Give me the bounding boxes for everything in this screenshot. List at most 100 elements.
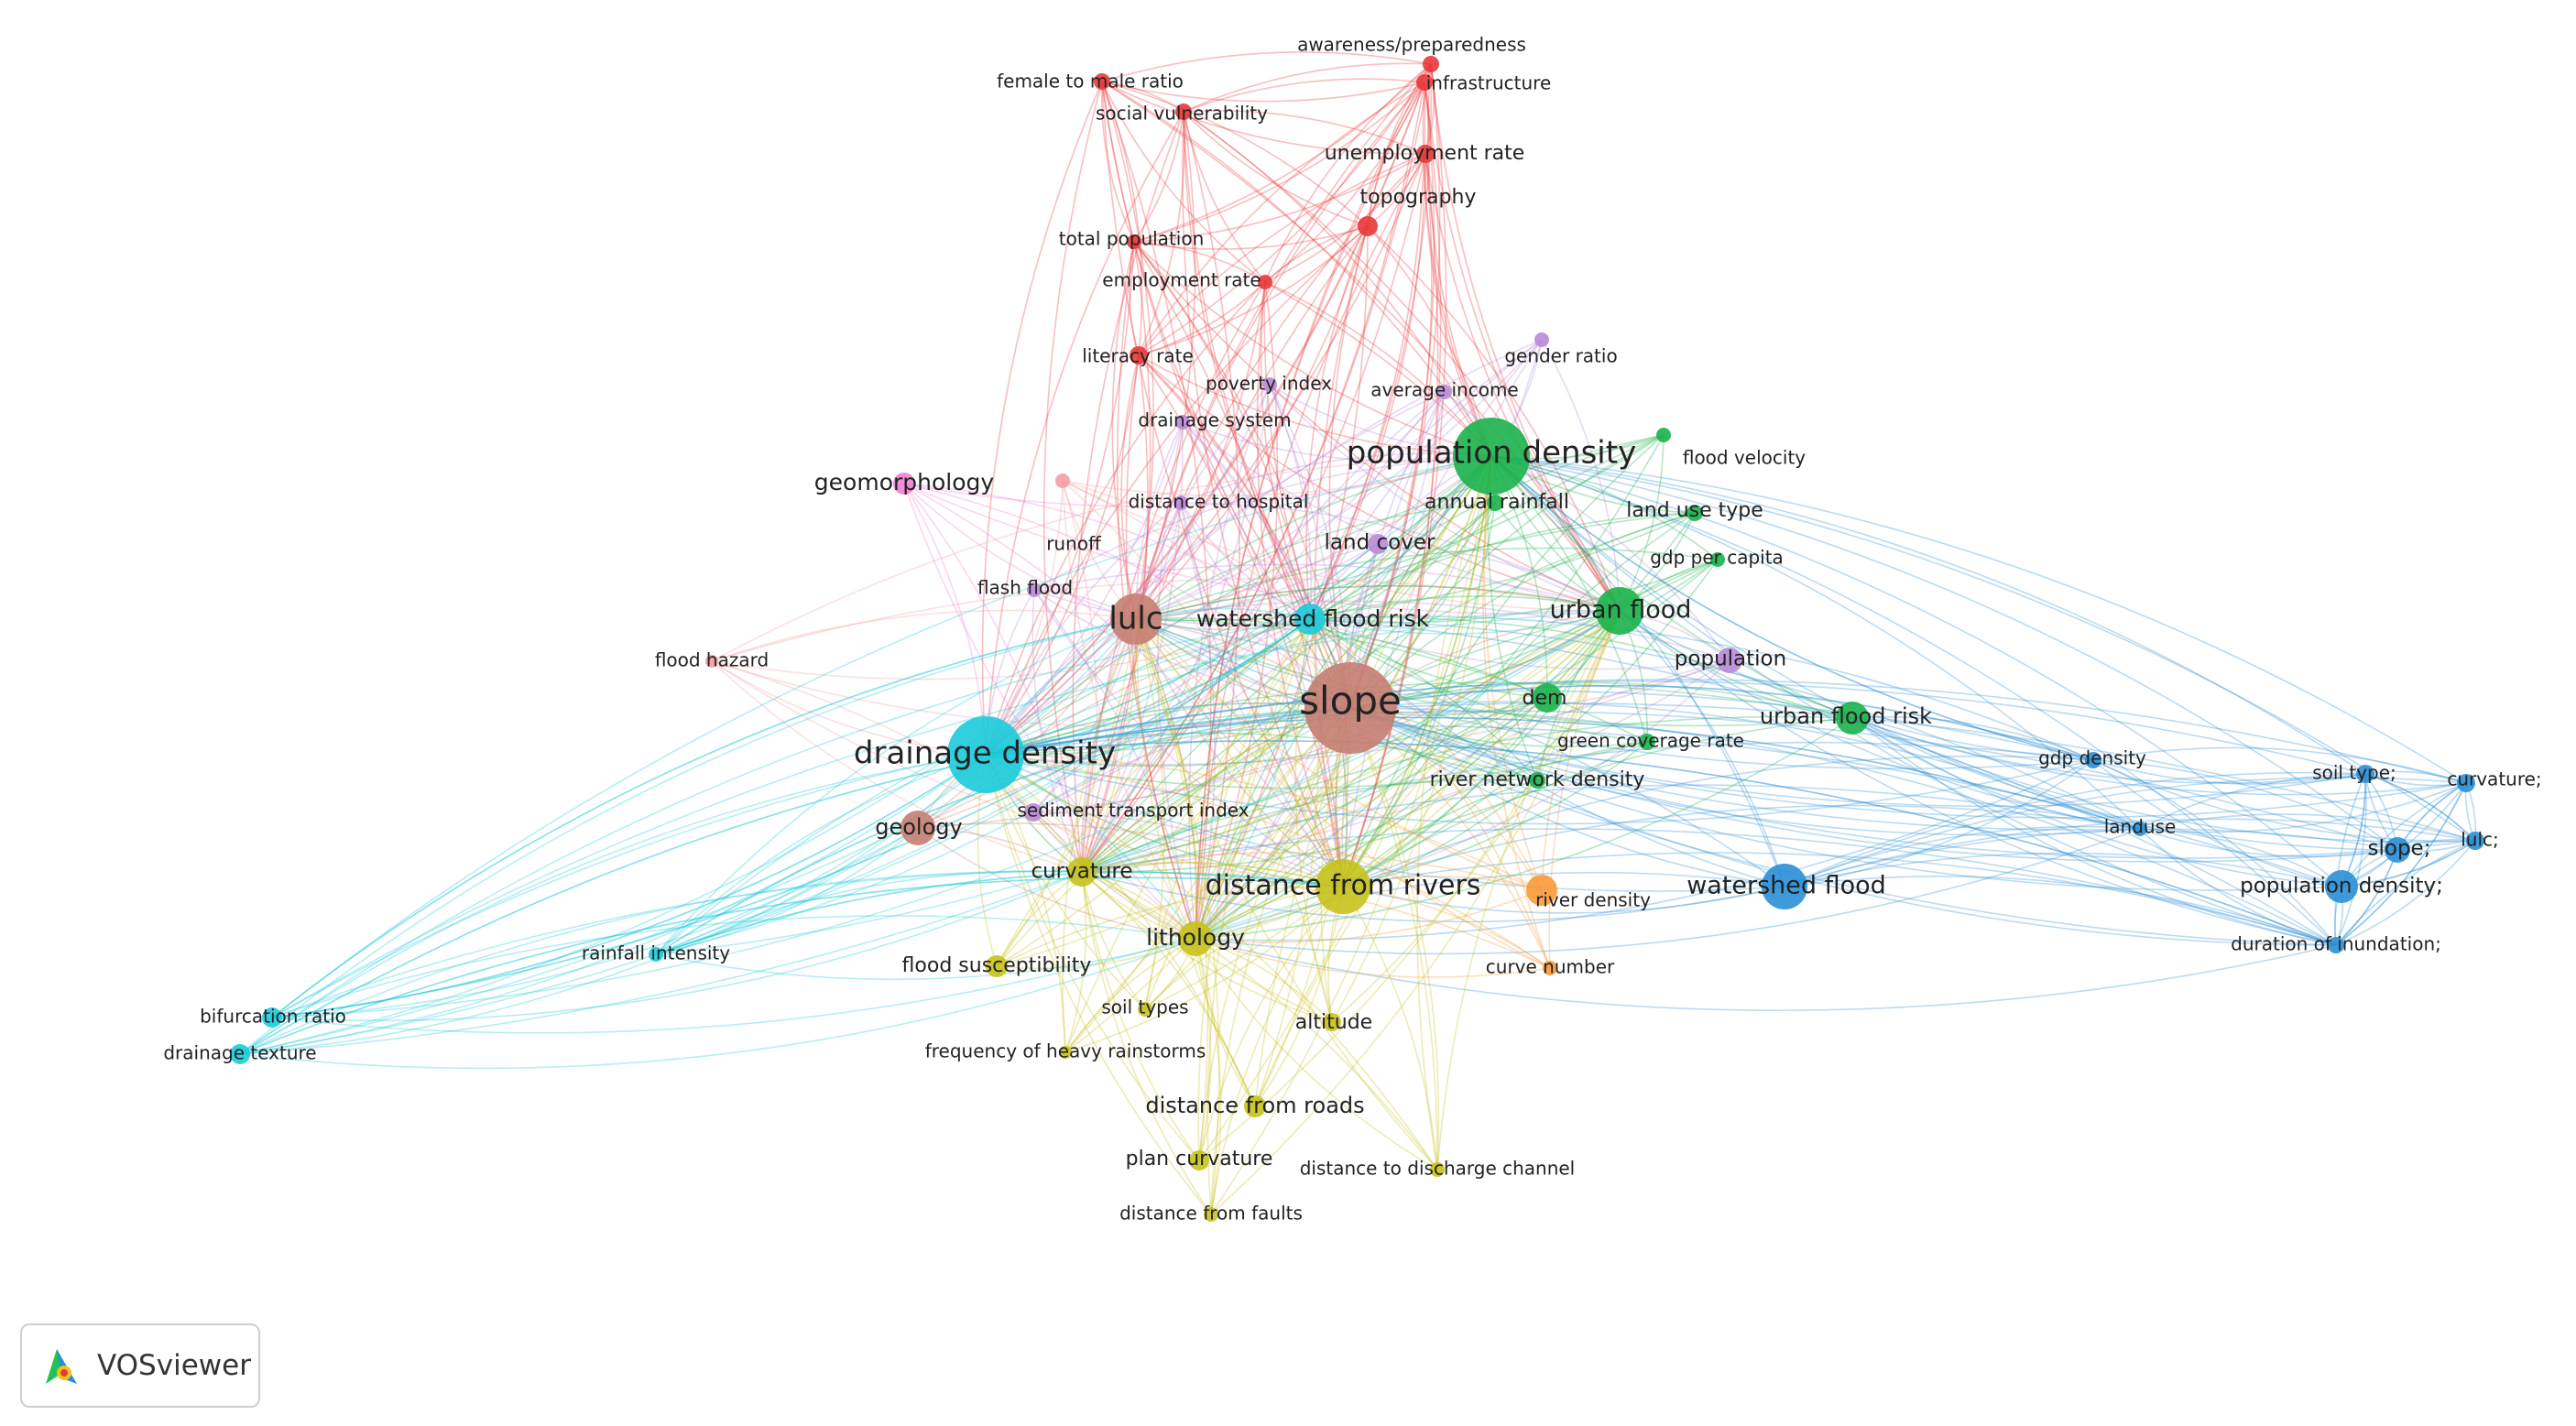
node-label[interactable]: dem bbox=[1523, 687, 1567, 710]
node-label[interactable]: duration of inundation; bbox=[2231, 933, 2441, 955]
node-population[interactable] bbox=[1717, 648, 1742, 673]
node-green-coverage[interactable] bbox=[1639, 734, 1655, 750]
node-dem[interactable] bbox=[1533, 683, 1562, 713]
node-label[interactable]: watershed flood risk bbox=[1196, 605, 1430, 632]
node-label[interactable]: unemployment rate bbox=[1325, 142, 1525, 165]
node-bifurcation[interactable] bbox=[262, 1007, 282, 1028]
node-label[interactable]: rainfall intensity bbox=[582, 942, 730, 964]
node-label[interactable]: employment rate bbox=[1102, 269, 1261, 291]
node-pop-density[interactable] bbox=[1453, 418, 1530, 495]
node-female-male[interactable] bbox=[1094, 73, 1110, 90]
node-label[interactable]: population density bbox=[1347, 435, 1636, 472]
node-river-network[interactable] bbox=[1529, 772, 1545, 789]
node-land-use-type[interactable] bbox=[1686, 505, 1703, 521]
node-slope-b[interactable] bbox=[2385, 837, 2410, 863]
node-label[interactable]: awareness/preparedness bbox=[1297, 34, 1526, 56]
node-label[interactable]: distance to discharge channel bbox=[1300, 1158, 1576, 1180]
node-urban-flood-risk[interactable] bbox=[1836, 702, 1869, 735]
node-label[interactable]: flood susceptibility bbox=[902, 954, 1092, 977]
node-watershed-flood-risk[interactable] bbox=[1294, 604, 1326, 635]
node-slope[interactable] bbox=[1304, 662, 1396, 754]
node-label[interactable]: total population bbox=[1059, 228, 1205, 250]
node-label[interactable]: population bbox=[1675, 648, 1786, 671]
node-label[interactable]: gdp density bbox=[2038, 747, 2146, 769]
node-runoff[interactable] bbox=[1055, 474, 1070, 488]
node-soil-types[interactable] bbox=[1138, 1002, 1152, 1017]
node-label[interactable]: infrastructure bbox=[1426, 72, 1552, 94]
node-label[interactable]: lulc; bbox=[2461, 829, 2499, 851]
node-label[interactable]: urban flood risk bbox=[1760, 703, 1932, 729]
node-label[interactable]: sediment transport index bbox=[1017, 800, 1249, 822]
node-label[interactable]: drainage system bbox=[1138, 409, 1291, 431]
node-awareness[interactable] bbox=[1423, 56, 1439, 72]
node-flood-hazard[interactable] bbox=[705, 655, 718, 668]
node-label[interactable]: land cover bbox=[1325, 531, 1435, 555]
node-label[interactable]: distance from roads bbox=[1145, 1093, 1364, 1118]
node-label[interactable]: literacy rate bbox=[1082, 345, 1194, 367]
node-drainage-texture[interactable] bbox=[230, 1044, 250, 1064]
node-social-vuln[interactable] bbox=[1175, 103, 1192, 120]
node-infrastructure[interactable] bbox=[1416, 74, 1433, 91]
node-label[interactable]: distance from faults bbox=[1119, 1203, 1303, 1225]
node-dist-roads[interactable] bbox=[1244, 1095, 1266, 1117]
node-label[interactable]: topography bbox=[1360, 186, 1477, 209]
node-employment[interactable] bbox=[1258, 275, 1272, 289]
node-label[interactable]: curvature bbox=[1031, 860, 1132, 884]
node-watershed-flood[interactable] bbox=[1762, 864, 1807, 909]
node-pop-density-b[interactable] bbox=[2325, 870, 2358, 903]
node-average-income[interactable] bbox=[1437, 385, 1452, 399]
node-label[interactable]: distance from rivers bbox=[1206, 870, 1481, 902]
node-annual-rainfall[interactable] bbox=[1487, 495, 1503, 511]
node-poverty[interactable] bbox=[1262, 377, 1277, 392]
node-label[interactable]: watershed flood bbox=[1686, 872, 1886, 900]
node-label[interactable]: landuse bbox=[2104, 816, 2177, 838]
node-curvature[interactable] bbox=[1067, 857, 1097, 887]
node-label[interactable]: gdp per capita bbox=[1650, 547, 1784, 569]
node-drainage-density[interactable] bbox=[947, 716, 1024, 793]
node-dist-discharge[interactable] bbox=[1430, 1162, 1445, 1177]
node-label[interactable]: lithology bbox=[1146, 924, 1245, 951]
node-label[interactable]: social vulnerability bbox=[1096, 103, 1268, 125]
node-dist-faults[interactable] bbox=[1204, 1207, 1218, 1222]
node-label[interactable]: distance to hospital bbox=[1129, 491, 1309, 513]
node-label[interactable]: curvature; bbox=[2447, 768, 2541, 790]
node-label[interactable]: female to male ratio bbox=[997, 71, 1184, 93]
node-urban-flood[interactable] bbox=[1596, 587, 1643, 635]
node-label[interactable]: river network density bbox=[1430, 768, 1645, 791]
node-lulc-b[interactable] bbox=[2466, 832, 2484, 850]
node-soil-type-b[interactable] bbox=[2356, 765, 2374, 783]
node-label[interactable]: green coverage rate bbox=[1557, 730, 1744, 752]
node-altitude[interactable] bbox=[1323, 1013, 1341, 1031]
node-plan-curvature[interactable] bbox=[1189, 1150, 1209, 1170]
node-label[interactable]: lulc bbox=[1108, 601, 1162, 637]
node-lulc[interactable] bbox=[1110, 593, 1162, 645]
node-label[interactable]: altitude bbox=[1295, 1011, 1372, 1034]
node-label[interactable]: frequency of heavy rainstorms bbox=[925, 1040, 1206, 1062]
node-rainfall-intensity[interactable] bbox=[649, 947, 663, 962]
node-label[interactable]: geomorphology bbox=[814, 469, 995, 495]
node-land-cover[interactable] bbox=[1368, 534, 1388, 554]
node-river-density[interactable] bbox=[1526, 875, 1557, 906]
node-gender-ratio[interactable] bbox=[1534, 332, 1549, 347]
node-label[interactable]: land use type bbox=[1626, 499, 1763, 522]
node-flash-flood[interactable] bbox=[1027, 582, 1042, 597]
node-label[interactable]: drainage density bbox=[854, 735, 1116, 772]
node-label[interactable]: gender ratio bbox=[1504, 345, 1617, 367]
node-label[interactable]: urban flood bbox=[1550, 596, 1692, 625]
node-label[interactable]: annual rainfall bbox=[1424, 491, 1569, 514]
node-label[interactable]: river density bbox=[1535, 889, 1651, 911]
node-label[interactable]: plan curvature bbox=[1126, 1148, 1273, 1170]
node-label[interactable]: poverty index bbox=[1206, 373, 1332, 395]
node-label[interactable]: geology bbox=[875, 814, 962, 840]
node-distance-hospital[interactable] bbox=[1173, 495, 1188, 510]
node-curvature-b[interactable] bbox=[2457, 774, 2475, 792]
node-flood-susceptibility[interactable] bbox=[986, 955, 1008, 977]
node-total-population[interactable] bbox=[1127, 234, 1141, 249]
node-gdp-per-capita[interactable] bbox=[1710, 552, 1725, 567]
node-topography[interactable] bbox=[1358, 216, 1378, 236]
node-label[interactable]: drainage texture bbox=[163, 1042, 316, 1064]
node-unemployment[interactable] bbox=[1416, 145, 1435, 163]
node-geology[interactable] bbox=[901, 811, 935, 845]
node-curve-number[interactable] bbox=[1543, 961, 1557, 975]
